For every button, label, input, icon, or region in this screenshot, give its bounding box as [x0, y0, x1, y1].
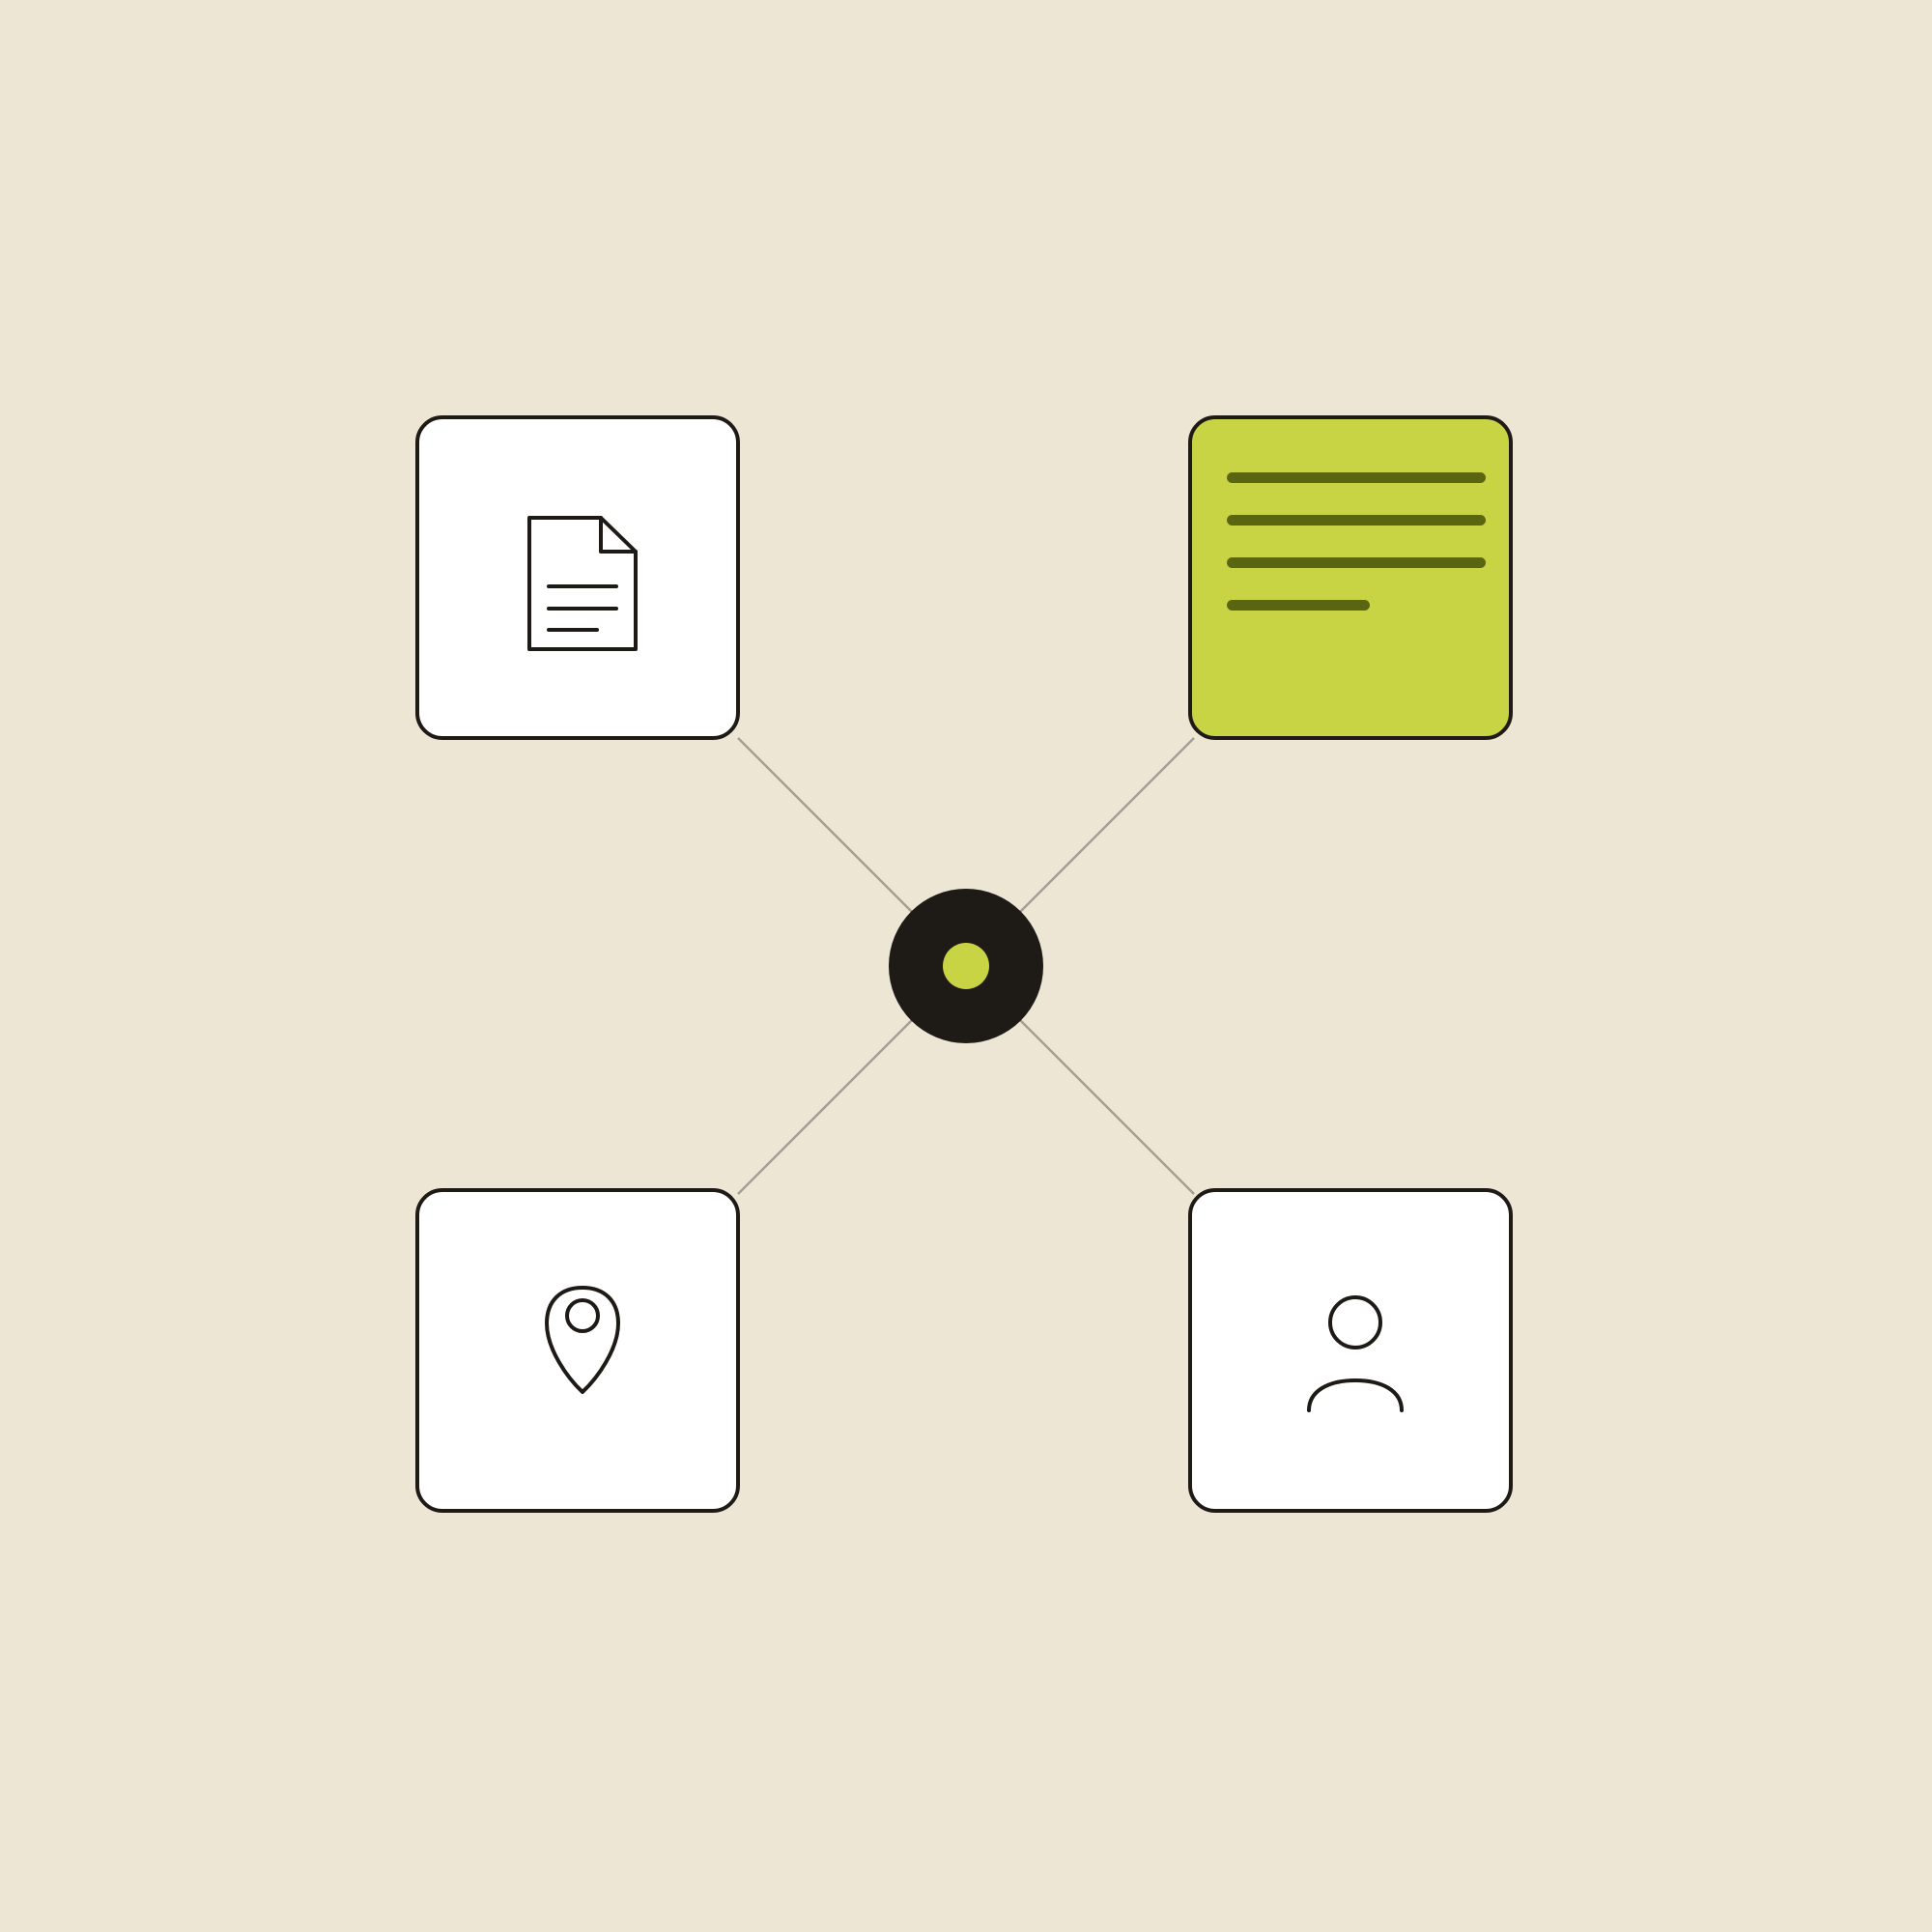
document-icon	[527, 516, 638, 651]
person-card[interactable]	[1188, 1188, 1513, 1513]
location-pin-icon	[545, 1286, 620, 1394]
text-line	[1227, 515, 1486, 526]
text-line	[1227, 557, 1486, 568]
hub-node[interactable]	[889, 889, 1043, 1043]
hub-dot-icon	[943, 943, 989, 989]
person-icon	[1307, 1295, 1404, 1412]
notes-card[interactable]	[1188, 415, 1513, 740]
location-card[interactable]	[415, 1188, 740, 1513]
document-card[interactable]	[415, 415, 740, 740]
text-line	[1227, 472, 1486, 483]
text-line	[1227, 600, 1370, 611]
